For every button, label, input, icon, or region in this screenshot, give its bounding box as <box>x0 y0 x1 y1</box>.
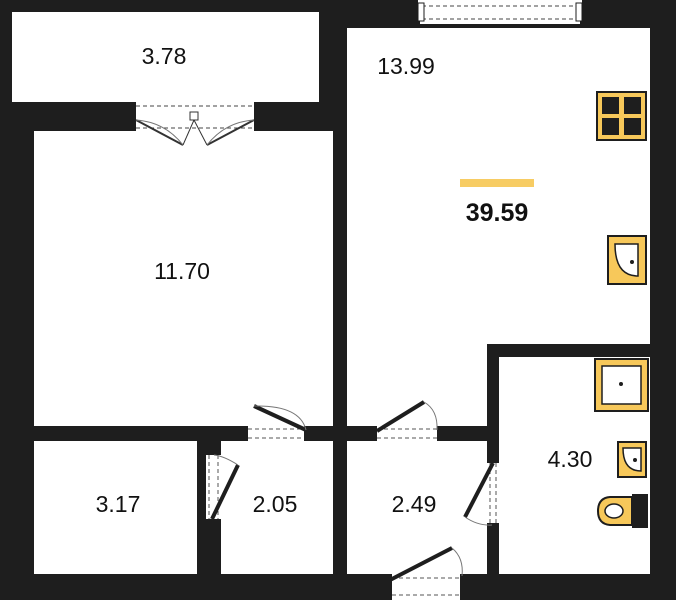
door-icon <box>463 458 499 528</box>
door-icon <box>206 450 240 524</box>
room-corridor <box>221 441 333 574</box>
washbasin-icon <box>617 441 647 478</box>
kitchen-sink-icon <box>607 235 647 285</box>
room-area-kitchen-living: 13.99 <box>377 53 435 79</box>
room-storage <box>34 441 197 574</box>
room-bedroom <box>34 131 333 426</box>
room-area-storage: 3.17 <box>96 491 141 517</box>
room-area-bedroom: 11.70 <box>154 258 210 284</box>
window-icon <box>416 0 584 24</box>
room-balcony <box>12 12 319 102</box>
door-icon <box>387 546 465 600</box>
wall-stub <box>333 530 347 574</box>
total-area-accent-bar <box>460 179 534 187</box>
room-area-corridor: 2.05 <box>253 491 298 517</box>
room-hallway <box>347 441 487 574</box>
toilet-icon <box>596 494 648 528</box>
door-icon <box>130 102 260 146</box>
door-icon <box>373 400 441 441</box>
room-area-balcony: 3.78 <box>142 43 187 69</box>
room-area-hallway: 2.49 <box>392 491 437 517</box>
wall-stub <box>333 426 347 446</box>
room-area-bathroom: 4.30 <box>548 446 593 472</box>
door-icon <box>244 404 308 441</box>
stove-icon <box>596 91 647 141</box>
shower-tray-icon <box>594 358 649 412</box>
room-kitchen-living-lower <box>347 344 487 426</box>
total-area: 39.59 <box>466 199 529 227</box>
